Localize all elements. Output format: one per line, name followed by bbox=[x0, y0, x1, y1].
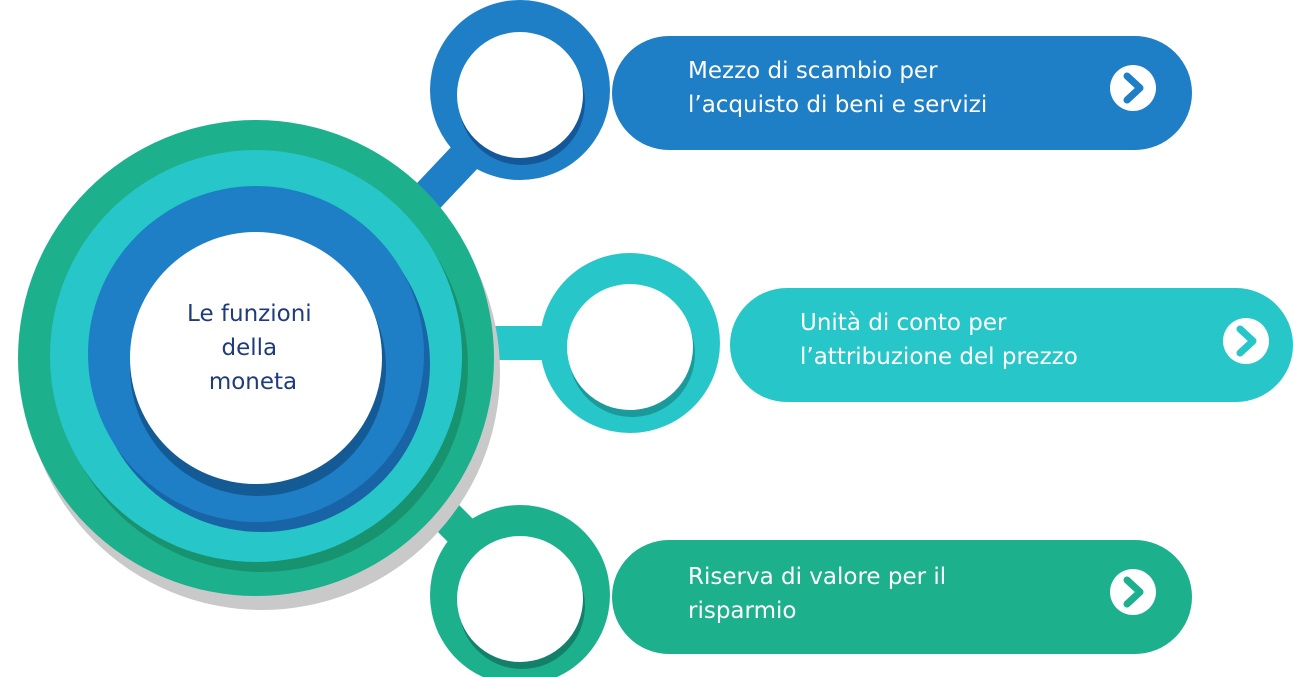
item-node-disc-1 bbox=[457, 32, 583, 158]
chevron-right-icon[interactable] bbox=[1110, 65, 1156, 111]
item-label-1: Mezzo di scambio per l’acquisto di beni … bbox=[688, 58, 987, 118]
item-unit-of-account: Unità di conto per l’attribuzione del pr… bbox=[540, 253, 1293, 433]
center-title-line-1: Le funzioni bbox=[187, 301, 312, 327]
item-label-2: Unità di conto per l’attribuzione del pr… bbox=[800, 310, 1078, 370]
center-title: Le funzioni della moneta bbox=[187, 301, 319, 395]
chevron-right-icon[interactable] bbox=[1110, 569, 1156, 615]
center-title-line-3: moneta bbox=[209, 369, 297, 395]
item-node-disc-2 bbox=[567, 284, 693, 410]
center-title-line-2: della bbox=[222, 335, 278, 361]
center-disc bbox=[130, 232, 382, 484]
item-banner-3 bbox=[612, 540, 1192, 654]
item-banner-1 bbox=[612, 36, 1192, 150]
item-medium-of-exchange: Mezzo di scambio per l’acquisto di beni … bbox=[430, 0, 1192, 180]
item-label-3: Riserva di valore per il risparmio bbox=[688, 564, 953, 624]
item-node-disc-3 bbox=[457, 536, 583, 662]
item-store-of-value: Riserva di valore per il risparmio bbox=[430, 505, 1192, 677]
chevron-right-icon[interactable] bbox=[1223, 318, 1269, 364]
item-banner-2 bbox=[730, 288, 1293, 402]
